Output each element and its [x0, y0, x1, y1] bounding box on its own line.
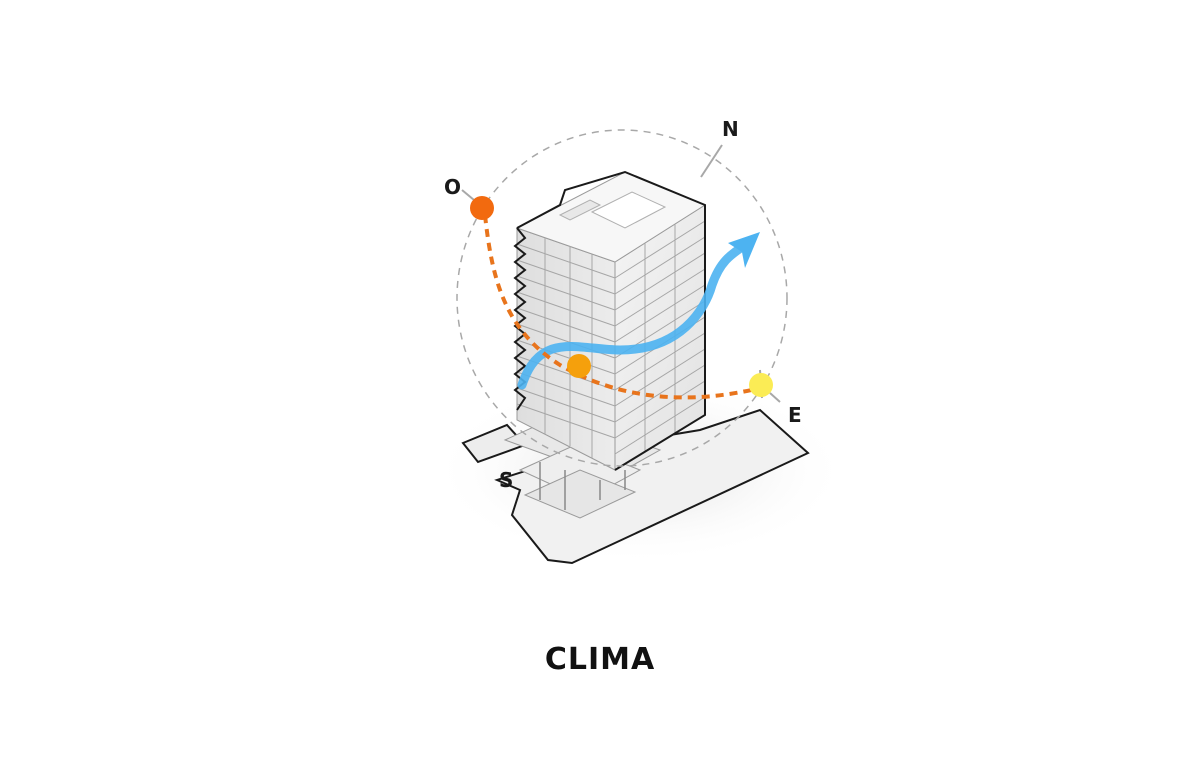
- label-west: O: [444, 175, 461, 199]
- sun-icon: [749, 373, 773, 397]
- label-east: E: [788, 403, 802, 427]
- balcony-edge: [513, 227, 527, 411]
- sun-icon: [470, 196, 494, 220]
- sun-east-tick-b: [769, 392, 781, 403]
- wind-arrow-icon: [517, 232, 760, 390]
- diagram-caption: CLIMA: [544, 642, 656, 677]
- sun-west-tick: [461, 189, 475, 201]
- compass-tick-icon: [700, 144, 723, 178]
- label-north: N: [722, 117, 739, 141]
- sun-icon: [567, 354, 591, 378]
- building-icon: [513, 170, 707, 471]
- tower-top-outline: [516, 170, 706, 471]
- sun-path: [483, 214, 761, 400]
- label-south: S: [499, 468, 513, 492]
- compass-orbit: [456, 129, 788, 467]
